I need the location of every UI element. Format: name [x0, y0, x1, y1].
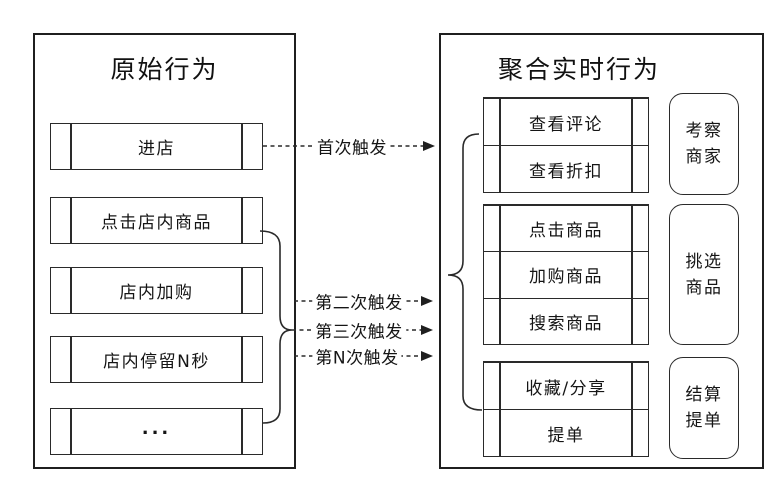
arrowhead-icon — [421, 325, 433, 335]
box-inner-line-right — [241, 337, 243, 382]
box-inner-line-right — [241, 198, 243, 243]
box-inner-line-right — [241, 124, 243, 169]
box-inner-line-left — [70, 409, 72, 454]
category-line: 结算 — [685, 385, 723, 405]
behavior-box-enter-store: 进店 — [50, 123, 263, 170]
behavior-label: 点击店内商品 — [101, 213, 212, 233]
behavior-label: ... — [141, 418, 172, 439]
aggregated-row: 点击商品 — [484, 205, 648, 251]
aggregated-row: 加购商品 — [484, 251, 648, 297]
original-behavior-panel — [33, 33, 296, 469]
arrowhead-icon — [421, 296, 433, 306]
nth-trigger-label: 第N次触发 — [312, 343, 402, 369]
behavior-label: 店内停留N秒 — [103, 352, 210, 372]
aggregated-row: 查看评论 — [484, 98, 648, 145]
third-trigger-label: 第三次触发 — [312, 317, 406, 343]
category-line: 提单 — [685, 411, 723, 431]
aggregated-row: 查看折扣 — [484, 145, 648, 192]
second-trigger-label: 第二次触发 — [312, 288, 406, 314]
group-checkout: 收藏/分享 提单 — [483, 361, 649, 457]
arrowhead-icon — [423, 141, 435, 151]
aggregated-behavior-title: 聚合实时行为 — [497, 55, 660, 84]
box-inner-line-left — [70, 124, 72, 169]
aggregated-row: 收藏/分享 — [484, 362, 648, 409]
group-inner-line-left — [499, 98, 501, 192]
behavior-label: 进店 — [138, 139, 175, 159]
category-pick-products: 挑选 商品 — [669, 204, 739, 345]
group-inner-line-right — [631, 205, 633, 344]
behavior-box-add-cart: 店内加购 — [50, 267, 263, 314]
group-inner-line-left — [499, 205, 501, 344]
category-inspect-merchant: 考察 商家 — [669, 93, 739, 195]
box-inner-line-left — [70, 268, 72, 313]
group-inner-line-left — [499, 362, 501, 456]
behavior-box-ellipsis: ... — [50, 408, 263, 455]
group-pick-products: 点击商品 加购商品 搜索商品 — [483, 204, 649, 345]
behavior-box-stay-n-seconds: 店内停留N秒 — [50, 336, 263, 383]
behavior-box-click-item: 点击店内商品 — [50, 197, 263, 244]
group-inspect-merchant: 查看评论 查看折扣 — [483, 97, 649, 193]
group-inner-line-right — [631, 98, 633, 192]
arrowhead-icon — [421, 351, 433, 361]
category-line: 挑选 — [685, 251, 723, 272]
first-trigger-label: 首次触发 — [314, 133, 390, 159]
box-inner-line-left — [70, 198, 72, 243]
behavior-label: 店内加购 — [119, 283, 194, 303]
box-inner-line-right — [241, 409, 243, 454]
box-inner-line-left — [70, 337, 72, 382]
category-line: 考察 — [685, 121, 723, 141]
aggregated-row: 搜索商品 — [484, 297, 648, 344]
aggregated-row: 提单 — [484, 409, 648, 456]
box-inner-line-right — [241, 268, 243, 313]
category-checkout: 结算 提单 — [669, 357, 739, 459]
group-inner-line-right — [631, 362, 633, 456]
category-line: 商品 — [685, 277, 723, 298]
category-line: 商家 — [685, 147, 723, 167]
original-behavior-title: 原始行为 — [110, 55, 219, 84]
